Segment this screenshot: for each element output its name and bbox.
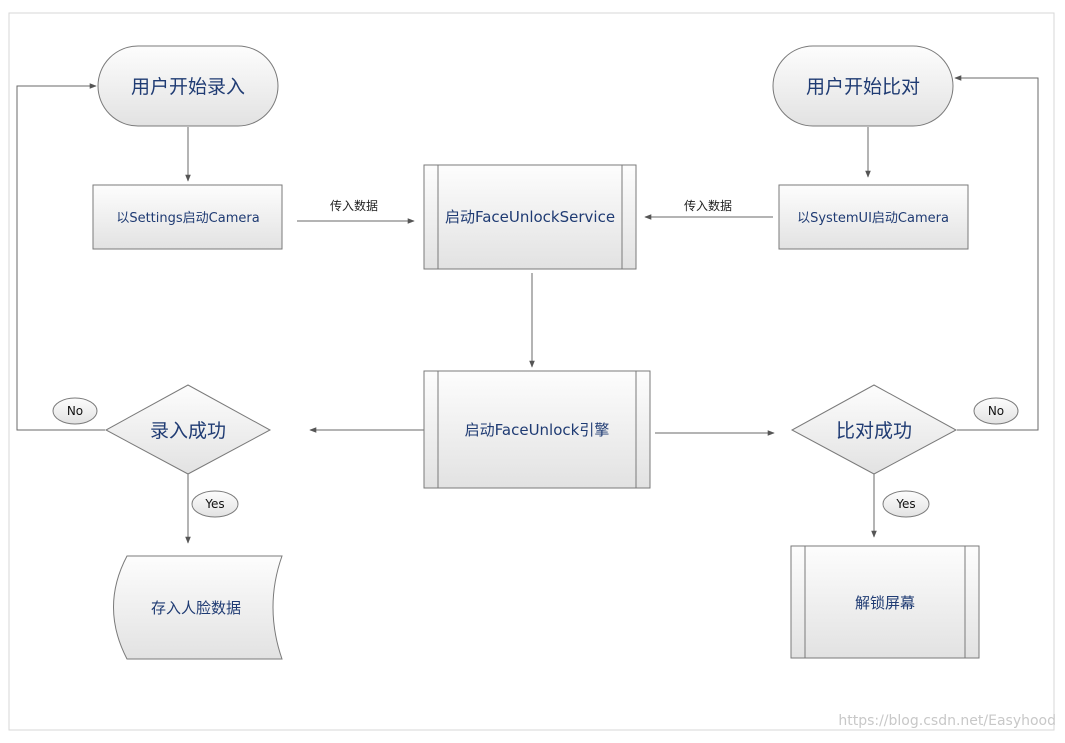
node-start-compare: 用户开始比对 [772,45,954,127]
node-unlock-screen-label: 解锁屏幕 [855,594,915,612]
tag-no-left: No [52,397,98,425]
edges [16,75,1039,544]
watermark-text: https://blog.csdn.net/Easyhood [838,713,1056,729]
tag-yes-left-label: Yes [204,497,224,511]
edge-enroll-no-loop [16,83,105,431]
node-settings-camera: 以Settings启动Camera [92,184,283,250]
tag-yes-right-label: Yes [895,497,915,511]
node-faceunlock-engine: 启动FaceUnlock引擎 [423,370,651,489]
node-store-face-data-label: 存入人脸数据 [151,599,241,617]
edge-label-pass-data-left: 传入数据 [330,198,378,213]
edge-label-pass-data-right: 传入数据 [684,198,732,213]
tag-yes-right: Yes [882,490,930,518]
node-compare-success: 比对成功 [790,384,958,475]
node-compare-success-label: 比对成功 [836,420,912,442]
node-store-face-data: 存入人脸数据 [113,555,283,660]
node-faceunlock-engine-label: 启动FaceUnlock引擎 [465,421,610,439]
tag-no-right-label: No [988,404,1004,418]
node-enroll-success-label: 录入成功 [150,420,226,442]
tag-no-right: No [973,397,1019,425]
node-start-compare-label: 用户开始比对 [806,76,920,98]
node-faceunlock-service: 启动FaceUnlockService [423,164,637,270]
node-enroll-success: 录入成功 [104,384,272,475]
node-systemui-camera-label: 以SystemUI启动Camera [797,211,949,226]
tag-yes-left: Yes [191,490,239,518]
node-start-enroll-label: 用户开始录入 [131,76,245,98]
node-systemui-camera: 以SystemUI启动Camera [778,184,969,250]
node-faceunlock-service-label: 启动FaceUnlockService [445,208,615,226]
node-settings-camera-label: 以Settings启动Camera [116,211,259,226]
edge-compare-no-loop [954,75,1039,431]
tag-no-left-label: No [67,404,83,418]
node-unlock-screen: 解锁屏幕 [790,545,980,659]
node-start-enroll: 用户开始录入 [97,45,279,127]
